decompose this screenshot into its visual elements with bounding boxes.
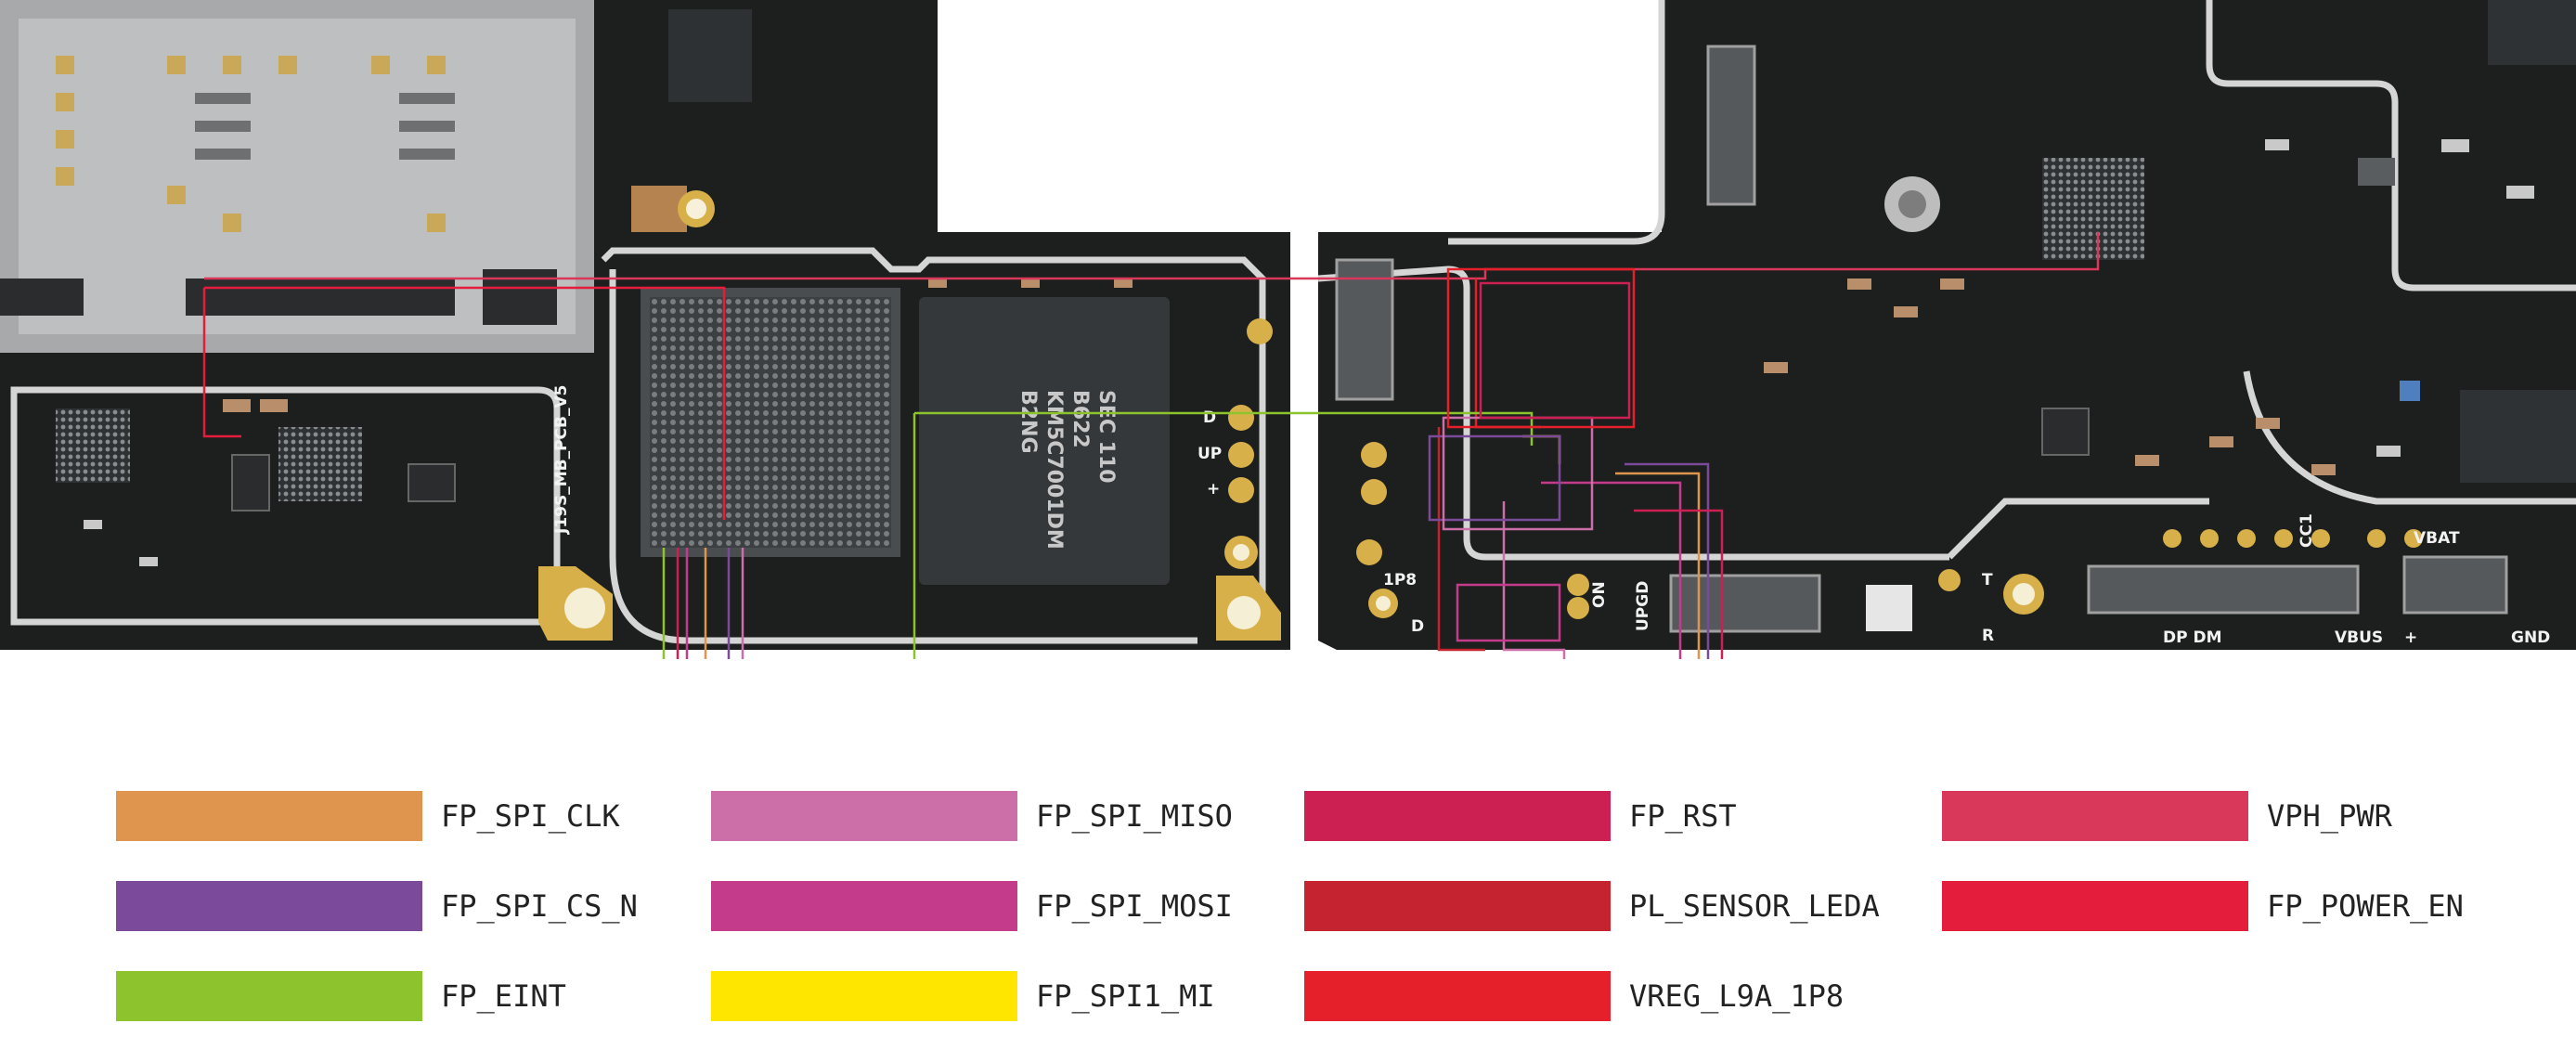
legend-item-fp-spi-mosi: FP_SPI_MOSI (711, 881, 1233, 931)
legend-item-fp-rst: FP_RST (1304, 791, 1737, 841)
legend-label: FP_POWER_EN (2267, 888, 2464, 924)
legend-item-fp-spi1-mi: FP_SPI1_MI (711, 971, 1215, 1021)
silk-d-left: D (1203, 408, 1216, 427)
emmc-label-1: SEC 110 (1094, 390, 1118, 484)
legend-label: FP_RST (1629, 798, 1737, 834)
legend-item-fp-spi-miso: FP_SPI_MISO (711, 791, 1233, 841)
legend-item-pl-sensor-leda: PL_SENSOR_LEDA (1304, 881, 1880, 931)
trace-fp-spi-clk (704, 472, 1701, 659)
legend-label: PL_SENSOR_LEDA (1629, 888, 1880, 924)
emmc-label-3: KM5C7001DM (1042, 390, 1066, 550)
silk-plus-right: + (2404, 628, 2417, 647)
legend-swatch (1942, 881, 2248, 931)
emmc-label-4: B2NG (1016, 390, 1040, 454)
legend-item-vreg-l9a-1p8: VREG_L9A_1P8 (1304, 971, 1844, 1021)
legend-swatch (116, 881, 422, 931)
fpc-connector-1 (1335, 258, 1394, 401)
legend-label: VREG_L9A_1P8 (1629, 978, 1845, 1014)
usb-connector (2087, 564, 2360, 615)
legend-swatch (116, 971, 422, 1021)
silk-gnd: GND (2511, 628, 2550, 647)
legend-item-fp-power-en: FP_POWER_EN (1942, 881, 2464, 931)
emmc-chip (919, 297, 1170, 585)
pcb-right-section (1318, 0, 2576, 650)
silk-up-left: UP (1197, 445, 1222, 463)
legend-label: FP_SPI_MOSI (1036, 888, 1233, 924)
emmc-label-2: B622 (1068, 390, 1092, 448)
legend-item-vph-pwr: VPH_PWR (1942, 791, 2392, 841)
silk-dp-dm: DP DM (2163, 628, 2222, 647)
silk-cc1: CC1 (2298, 513, 2316, 548)
legend-swatch (1304, 791, 1611, 841)
legend-swatch (1942, 791, 2248, 841)
legend-swatch (711, 881, 1017, 931)
trace-fp-spi-mosi (685, 481, 1682, 659)
legend-label: FP_SPI1_MI (1036, 978, 1215, 1014)
trace-fp-rst (676, 509, 1724, 659)
legend-item-fp-spi-clk: FP_SPI_CLK (116, 791, 620, 841)
legend-swatch (711, 791, 1017, 841)
legend-item-fp-spi-cs-n: FP_SPI_CS_N (116, 881, 638, 931)
trace-fp-spi-miso (741, 501, 1566, 659)
trace-fp-power-en (202, 286, 726, 520)
legend-label: FP_SPI_CS_N (441, 888, 638, 924)
legend-swatch (1304, 881, 1611, 931)
silk-d-mid: D (1411, 617, 1424, 636)
pcb-name-label: J19S_MB_PCB_V5 (552, 385, 571, 535)
silk-t: T (1982, 571, 1993, 589)
legend-label: FP_SPI_CLK (441, 798, 620, 834)
trace-fp-eint (662, 411, 1534, 659)
silk-on: ON (1590, 581, 1609, 608)
silk-r: R (1982, 627, 1994, 645)
legend-swatch (116, 791, 422, 841)
trace-pl-sensor-leda (1437, 427, 1485, 652)
legend-swatch (711, 971, 1017, 1021)
silk-vbat: VBAT (2414, 529, 2460, 548)
pcb-board-image: SEC 110 B622 KM5C7001DM B2NG J19S_MB_PCB… (0, 0, 2576, 659)
silk-vbus: VBUS (2335, 628, 2383, 647)
net-color-legend: FP_SPI_CLK FP_SPI_MISO FP_RST VPH_PWR FP… (0, 780, 2576, 1040)
legend-item-fp-eint: FP_EINT (116, 971, 566, 1021)
silk-1p8: 1P8 (1383, 571, 1417, 589)
legend-label: VPH_PWR (2267, 798, 2392, 834)
trace-fp-spi-cs (727, 462, 1710, 659)
legend-swatch (1304, 971, 1611, 1021)
silk-plus-left: + (1207, 480, 1220, 499)
legend-label: FP_EINT (441, 978, 566, 1014)
legend-label: FP_SPI_MISO (1036, 798, 1233, 834)
silk-upgd: UPGD (1634, 581, 1652, 631)
